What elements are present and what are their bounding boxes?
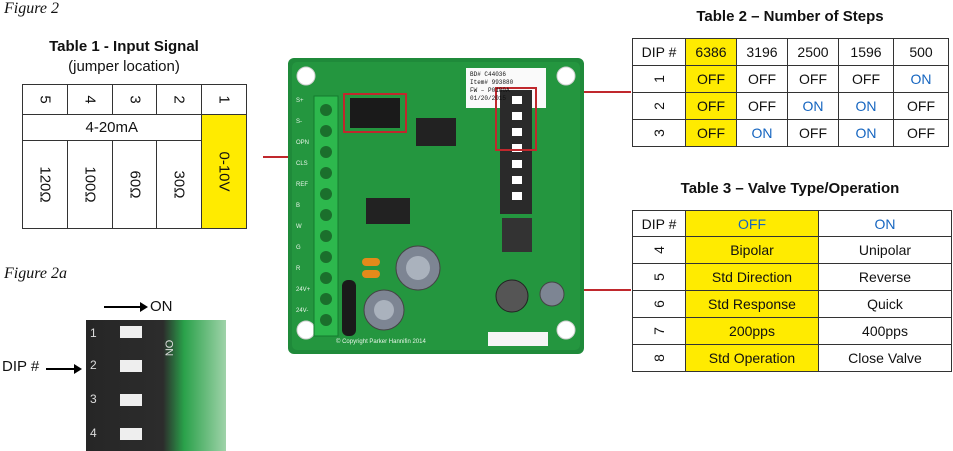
table3-dip-cell: 8 xyxy=(632,344,686,372)
table1-header-cell: 1 xyxy=(200,84,247,115)
table2-cell: OFF xyxy=(736,92,788,120)
table2-cell: OFF xyxy=(685,92,737,120)
figure-2-caption: Figure 2 xyxy=(4,0,59,17)
table3-on-cell: Reverse xyxy=(818,263,952,291)
table1-resistor-cell: 60Ω xyxy=(112,140,158,229)
table3-dip-cell: 5 xyxy=(632,263,686,291)
terminal-label: B xyxy=(296,203,301,209)
dip-number-4: 4 xyxy=(90,426,97,440)
table1-resistor-cell: 30Ω xyxy=(156,140,202,229)
dip-label: DIP # xyxy=(2,358,40,375)
table1-header-cell: 4 xyxy=(67,84,114,115)
table3-off-cell: Bipolar xyxy=(685,236,819,264)
table3-dip-cell: 7 xyxy=(632,317,686,345)
table2-dip-cell: 1 xyxy=(632,65,686,93)
table1-header-cell: 3 xyxy=(112,84,158,115)
table2-cell: OFF xyxy=(838,65,894,93)
on-label: ON xyxy=(150,298,173,315)
table2-cell: OFF xyxy=(787,119,839,147)
table3-on-cell: Quick xyxy=(818,290,952,318)
table2-header-cell: 3196 xyxy=(736,38,788,66)
terminal-label: REF xyxy=(296,182,308,188)
table3-header-cell: OFF xyxy=(685,210,819,237)
dip-switch-lever xyxy=(120,360,142,372)
table1-subtitle: (jumper location) xyxy=(68,58,180,75)
table2-dip-cell: 3 xyxy=(632,119,686,147)
dip-number-2: 2 xyxy=(90,358,97,372)
table1-header-cell: 5 xyxy=(21,84,69,115)
table2-header-cell: 2500 xyxy=(787,38,839,66)
on-arrow xyxy=(104,300,148,312)
table3-off-cell: Std Response xyxy=(685,290,819,318)
table2-cell: OFF xyxy=(893,119,949,147)
table2-header-cell: 6386 xyxy=(685,38,737,66)
table3-on-cell: Unipolar xyxy=(818,236,952,264)
table2-cell: OFF xyxy=(685,65,737,93)
board-label-date: 01/20/2015 xyxy=(470,95,507,102)
dip-switch-lever xyxy=(120,394,142,406)
circuit-board-photo xyxy=(288,58,584,354)
dip-number-3: 3 xyxy=(90,392,97,406)
terminal-label: S- xyxy=(296,119,302,125)
dip-arrow xyxy=(46,362,82,374)
dip-switch-photo: 1 2 3 4 ON xyxy=(86,320,226,451)
table2-cell: OFF xyxy=(685,119,737,147)
table3-on-cell: 400pps xyxy=(818,317,952,345)
table2-header-cell: 500 xyxy=(893,38,949,66)
table3-dip-cell: 4 xyxy=(632,236,686,264)
table2-cell: OFF xyxy=(893,92,949,120)
table3-title: Table 3 – Valve Type/Operation xyxy=(680,180,900,197)
table2-cell: ON xyxy=(893,65,949,93)
table3-off-cell: Std Operation xyxy=(685,344,819,372)
table2-number-of-steps: DIP # 6386 3196 2500 1596 500 1 OFF OFF … xyxy=(632,38,949,147)
table3-dip-cell: 6 xyxy=(632,290,686,318)
terminal-label: 24V- xyxy=(296,308,309,314)
pointer-line-dip-1-3 xyxy=(545,91,631,93)
dip-on-marking: ON xyxy=(162,339,175,357)
terminal-label: G xyxy=(296,245,301,251)
figure-2a-caption: Figure 2a xyxy=(4,265,67,282)
table3-valve-type: DIP # OFF ON 4 Bipolar Unipolar 5 Std Di… xyxy=(632,210,952,372)
board-label-item: Item# 993880 xyxy=(470,79,514,86)
board-label-bd: BD# C44036 xyxy=(470,71,507,78)
board-label-fw: FW – P0180A xyxy=(470,87,510,94)
dip-switch-lever xyxy=(120,428,142,440)
board-copyright: © Copyright Parker Hannifin 2014 xyxy=(336,339,426,345)
table1-title: Table 1 - Input Signal xyxy=(49,38,199,55)
table2-title: Table 2 – Number of Steps xyxy=(696,8,884,25)
terminal-label: W xyxy=(296,224,302,230)
table1-voltage-cell: 0-10V xyxy=(200,114,247,229)
table2-header-cell: DIP # xyxy=(632,38,686,66)
table3-on-cell: Close Valve xyxy=(818,344,952,372)
terminal-label: R xyxy=(296,266,301,272)
table2-header-cell: 1596 xyxy=(838,38,894,66)
table2-cell: ON xyxy=(787,92,839,120)
terminal-label: OPN xyxy=(296,140,310,146)
table2-cell: OFF xyxy=(736,65,788,93)
table1-header-cell: 2 xyxy=(156,84,202,115)
table1-range-cell: 4-20mA xyxy=(22,114,202,141)
terminal-label: CLS xyxy=(296,161,308,167)
table1-resistor-cell: 100Ω xyxy=(67,140,114,229)
table2-cell: ON xyxy=(838,92,894,120)
table3-header-cell: ON xyxy=(818,210,952,237)
table2-cell: ON xyxy=(838,119,894,147)
table1-input-signal: 5 4 3 2 1 4-20mA 0-10V 120Ω 100Ω 60Ω 30Ω xyxy=(21,84,247,229)
terminal-label: S+ xyxy=(296,98,304,104)
table3-off-cell: Std Direction xyxy=(685,263,819,291)
table3-off-cell: 200pps xyxy=(685,317,819,345)
table2-cell: ON xyxy=(736,119,788,147)
terminal-label: 24V+ xyxy=(296,287,311,293)
board-terminal-labels: S+ S- OPN CLS REF B W G R 24V+ 24V- xyxy=(296,98,311,338)
table2-cell: OFF xyxy=(787,65,839,93)
dip-number-1: 1 xyxy=(90,326,97,340)
table2-dip-cell: 2 xyxy=(632,92,686,120)
table1-resistor-cell: 120Ω xyxy=(21,140,69,229)
dip-switch-lever xyxy=(120,326,142,338)
table3-header-cell: DIP # xyxy=(632,210,686,237)
